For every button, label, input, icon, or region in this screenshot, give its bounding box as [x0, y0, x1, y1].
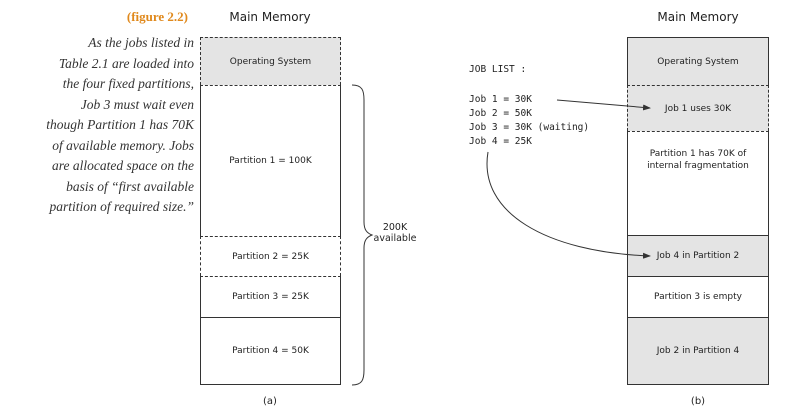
- job-list-item: Job 4 = 25K: [469, 136, 532, 147]
- partition-3-empty-block: Partition 3 is empty: [627, 276, 769, 317]
- block-label: Job 4 in Partition 2: [656, 251, 740, 261]
- partition-2-block: Partition 2 = 25K: [200, 236, 341, 276]
- caption-line: As the jobs listed in: [88, 35, 194, 50]
- job-list-item: Job 3 = 30K (waiting): [469, 122, 590, 133]
- figure-caption: As the jobs listed in Table 2.1 are load…: [10, 33, 194, 218]
- brace-label-line: available: [373, 233, 417, 244]
- partition-1-block: Partition 1 = 100K: [200, 85, 341, 236]
- available-memory-label: 200K available: [372, 222, 418, 244]
- job-1-block: Job 1 uses 30K: [627, 85, 769, 131]
- caption-line: are allocated space on the: [52, 158, 194, 173]
- job-4-block: Job 4 in Partition 2: [627, 235, 769, 276]
- caption-line: the four fixed partitions,: [62, 76, 194, 91]
- caption-line: Table 2.1 are loaded into: [58, 55, 194, 71]
- diagram-a-title: Main Memory: [229, 10, 311, 24]
- job-list-title: JOB LIST :: [469, 64, 527, 75]
- block-label: Partition 1 = 100K: [229, 156, 312, 166]
- job-2-block: Job 2 in Partition 4: [627, 317, 769, 385]
- block-label: Partition 2 = 25K: [232, 251, 309, 262]
- block-label: Partition 3 is empty: [654, 292, 742, 302]
- caption-line: partition of required size.”: [49, 199, 194, 214]
- subfigure-a-label: (a): [263, 396, 277, 407]
- brace-label-line: 200K: [382, 222, 408, 233]
- block-label: Job 1 uses 30K: [664, 103, 732, 114]
- job-4-arrow: [486, 151, 651, 259]
- caption-line: Job 3 must wait even: [80, 96, 194, 112]
- partition-3-block: Partition 3 = 25K: [200, 276, 341, 317]
- job-list-item: Job 2 = 50K: [469, 108, 532, 119]
- partition-4-block: Partition 4 = 50K: [200, 317, 341, 385]
- block-label: Operating System: [229, 56, 312, 67]
- operating-system-block: Operating System: [627, 37, 769, 85]
- block-label: Partition 3 = 25K: [232, 292, 309, 302]
- caption-line: though Partition 1 has 70K: [46, 117, 194, 132]
- diagram-b-title: Main Memory: [657, 10, 739, 24]
- fragmentation-block: Partition 1 has 70K of internal fragment…: [627, 131, 769, 235]
- subfigure-b-label: (b): [690, 396, 706, 407]
- job-list: Job 1 = 30K Job 2 = 50K Job 3 = 30K (wai…: [469, 93, 589, 149]
- figure-label: (figure 2.2): [126, 9, 188, 24]
- curly-brace: [351, 84, 374, 386]
- caption-line: basis of “first available: [66, 178, 194, 194]
- block-label: Job 2 in Partition 4: [656, 346, 740, 356]
- job-list-item: Job 1 = 30K: [469, 94, 532, 105]
- block-label: Partition 1 has 70K of internal fragment…: [647, 149, 749, 171]
- caption-line: of available memory. Jobs: [52, 137, 194, 153]
- block-label: Partition 4 = 50K: [232, 346, 309, 356]
- operating-system-block: Operating System: [200, 37, 341, 85]
- block-label: Operating System: [657, 56, 739, 67]
